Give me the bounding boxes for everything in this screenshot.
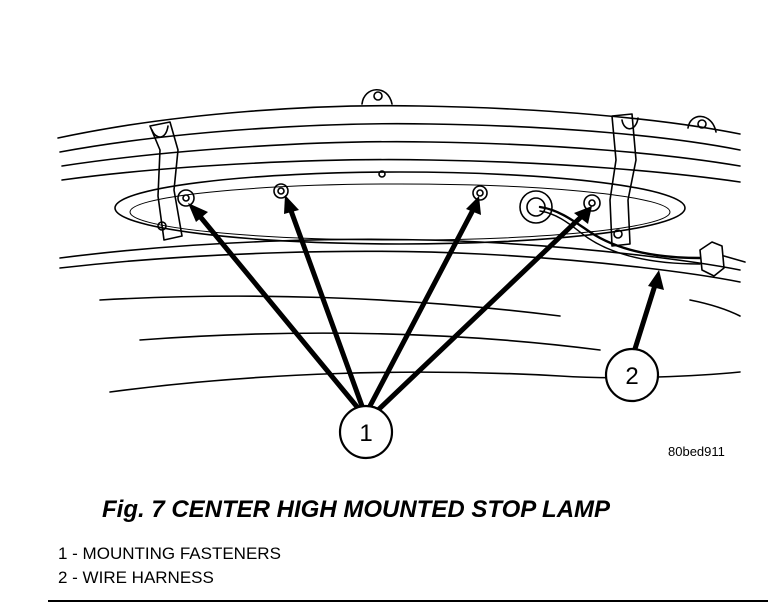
- legend: 1 - MOUNTING FASTENERS 2 - WIRE HARNESS: [58, 542, 558, 590]
- arrowhead-1c: [466, 196, 481, 215]
- bottom-divider: [48, 600, 768, 602]
- top-tab-hole: [373, 91, 383, 101]
- right-tab-hole: [697, 119, 707, 129]
- left-bracket: [149, 121, 183, 241]
- right-bracket-notch: [621, 117, 639, 130]
- leader-1d: [375, 213, 585, 413]
- right-bracket: [609, 113, 637, 247]
- arrowhead-1d: [574, 206, 592, 224]
- arrowhead-2: [648, 270, 664, 290]
- left-bracket-hole: [157, 221, 167, 231]
- leader-2: [631, 279, 659, 355]
- legend-item-1: 1 - MOUNTING FASTENERS: [58, 544, 281, 563]
- upper-panel-inner-1: [59, 122, 741, 153]
- lamp-diagram: 1 2 80bed911: [57, 88, 746, 460]
- figure-caption: Fig. 7 CENTER HIGH MOUNTED STOP LAMP: [102, 496, 611, 523]
- top-tab-right: [687, 115, 717, 133]
- callout-2-number: 2: [625, 363, 638, 390]
- figure-code: 80bed911: [668, 444, 725, 459]
- fastener-1: [177, 189, 195, 207]
- callout-1-number: 1: [359, 420, 372, 447]
- arrowhead-1b: [284, 195, 299, 214]
- lower-line-2: [139, 332, 601, 351]
- top-tab-left: [361, 88, 393, 105]
- legend-item-2: 2 - WIRE HARNESS: [58, 568, 214, 587]
- lower-edge-2: [59, 250, 741, 283]
- harness-tail: [723, 255, 746, 263]
- upper-panel-edge: [57, 104, 741, 139]
- grommet: [519, 190, 553, 224]
- fastener-3: [472, 185, 488, 201]
- lower-line-4: [689, 299, 741, 317]
- leader-1a: [195, 211, 361, 411]
- lower-line-3: [109, 371, 741, 393]
- harness-connector: [699, 241, 725, 277]
- fastener-2: [273, 183, 289, 199]
- leader-1b: [287, 205, 365, 409]
- wire-harness: [538, 205, 702, 260]
- lamp-recess: [114, 171, 686, 245]
- wire-harness-2: [539, 210, 701, 265]
- callout-1: 1: [338, 404, 394, 460]
- upper-panel-inner-3: [61, 158, 741, 183]
- right-bracket-hole: [613, 229, 623, 239]
- lower-edge-1: [59, 238, 741, 271]
- callout-2: 2: [604, 347, 660, 403]
- left-bracket-notch: [151, 125, 169, 138]
- arrowhead-1a: [188, 203, 208, 222]
- center-dot: [378, 170, 386, 178]
- upper-panel-inner-2: [61, 140, 741, 167]
- leader-1c: [367, 205, 477, 409]
